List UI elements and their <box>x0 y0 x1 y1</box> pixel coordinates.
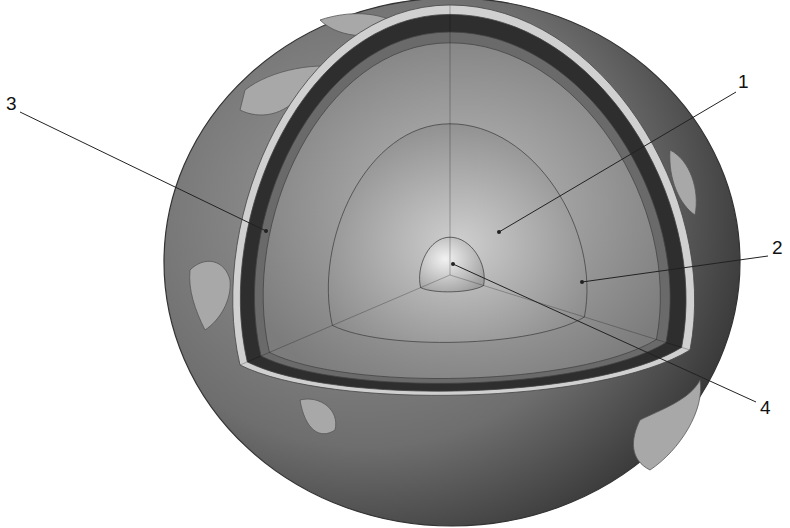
callout-number: 4 <box>760 398 771 417</box>
earth-layer <box>233 5 695 395</box>
earth-layer <box>254 32 670 383</box>
callout-number: 1 <box>738 72 749 91</box>
callout-number: 2 <box>772 238 783 257</box>
earth-layer <box>240 14 686 391</box>
callout-number: 3 <box>6 94 17 113</box>
cut-seam <box>450 5 451 275</box>
earth-layer <box>263 43 660 379</box>
cut-seam <box>450 275 690 350</box>
earth-layer <box>328 124 587 343</box>
cut-seam <box>240 275 450 365</box>
